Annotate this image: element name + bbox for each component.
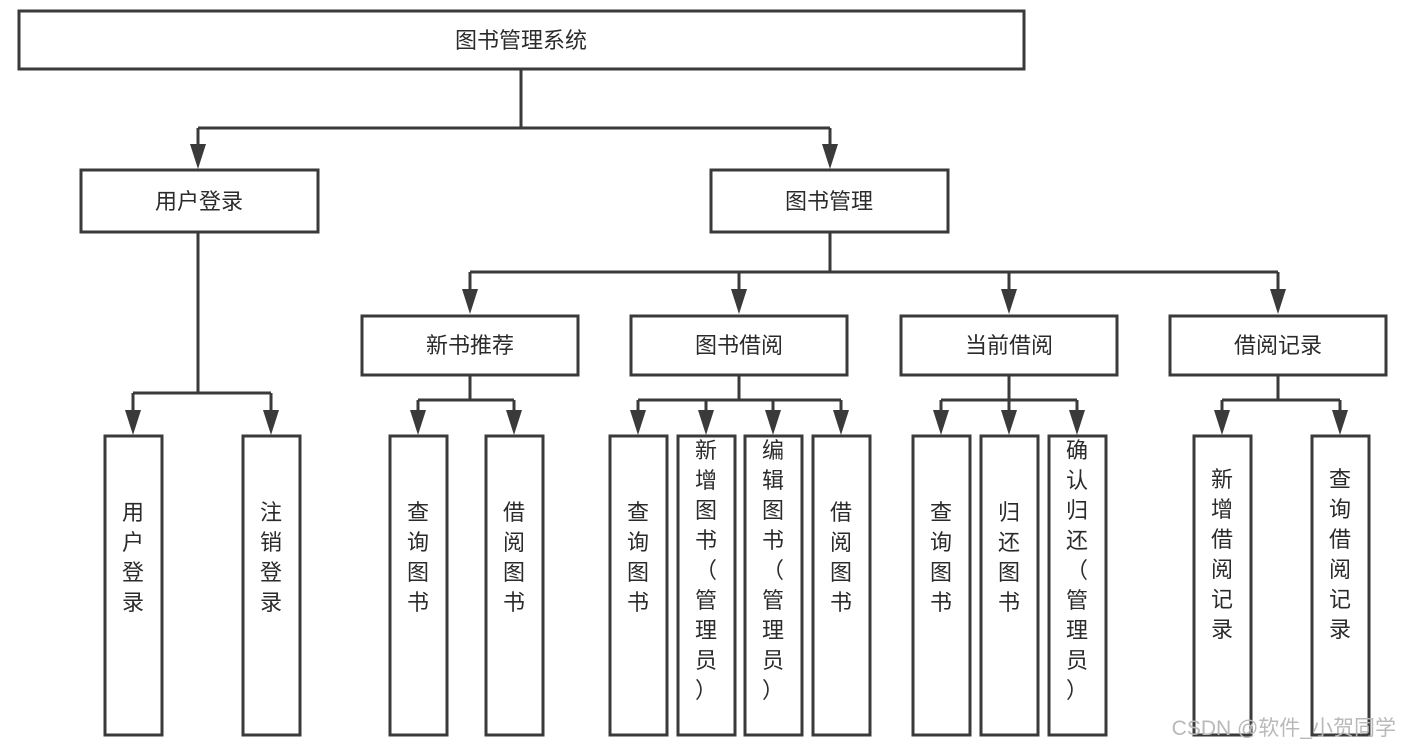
node-box-book-borrow [629,314,849,377]
leaf-label-user-login-signin: 用户登录 [122,500,144,615]
leaf-box-borrow-add-book [676,434,737,737]
arrow-head-current-borrow [1001,289,1017,314]
node-box-root [17,9,1026,71]
leaf-box-current-return-book [979,434,1040,737]
leaf-box-borrow-edit-book [743,434,804,737]
arrow-head-recommend-leaf-1 [410,410,426,435]
node-book-borrow[interactable]: 图书借阅 [629,314,849,377]
arrow-head-current-leaf-3 [1069,410,1085,435]
leaf-label-recommend-borrow-book: 借阅图书 [503,500,525,615]
leaf-box-borrow-query-book [608,434,669,737]
leaf-box-borrow-borrow-book [811,434,872,737]
arrow-head-current-leaf-1 [933,410,949,435]
leaf-label-borrow-edit-book: 编辑图书（管理员） [762,438,784,703]
leaf-node-current-query-book[interactable]: 查询图书 [911,434,972,737]
node-box-book-management [709,168,950,234]
node-root-book-management-system[interactable]: 图书管理系统 [17,9,1026,71]
leaf-node-user-login-signout[interactable]: 注销登录 [241,434,302,737]
leaf-box-record-add-record [1192,434,1253,737]
leaf-box-recommend-borrow-book [484,434,545,737]
leaf-node-recommend-borrow-book[interactable]: 借阅图书 [484,434,545,737]
arrow-head-record-leaf-1 [1214,410,1230,435]
arrow-head-current-leaf-2 [1001,410,1017,435]
leaf-node-borrow-edit-book[interactable]: 编辑图书（管理员） [743,434,804,737]
node-label-borrow-record: 借阅记录 [1234,333,1322,358]
node-label-user-login: 用户登录 [155,189,243,214]
leaf-box-current-query-book [911,434,972,737]
node-label-root: 图书管理系统 [455,28,587,53]
node-new-book-recommend[interactable]: 新书推荐 [360,314,580,377]
leaf-node-borrow-add-book[interactable]: 新增图书（管理员） [676,434,737,737]
arrow-head-recommend-leaf-2 [506,410,522,435]
leaf-label-borrow-add-book: 新增图书（管理员） [695,438,717,703]
arrow-head-borrow-leaf-1 [630,410,646,435]
leaf-label-recommend-query-book: 查询图书 [407,500,429,615]
arrow-head-leaf-logout [263,410,279,435]
leaf-box-user-login-signout [241,434,302,737]
leaf-node-record-query-record[interactable]: 查询借阅记录 [1310,434,1371,737]
leaf-node-borrow-borrow-book[interactable]: 借阅图书 [811,434,872,737]
node-borrow-record[interactable]: 借阅记录 [1168,314,1388,377]
node-label-new-book-recommend: 新书推荐 [426,333,514,358]
node-book-management[interactable]: 图书管理 [709,168,950,234]
arrow-head-user-login [190,144,206,169]
node-label-book-management: 图书管理 [785,189,873,214]
leaf-label-user-login-signout: 注销登录 [260,500,282,615]
leaf-node-record-add-record[interactable]: 新增借阅记录 [1192,434,1253,737]
node-label-book-borrow: 图书借阅 [695,333,783,358]
node-label-current-borrow: 当前借阅 [965,333,1053,358]
node-box-user-login [79,168,320,234]
arrow-head-borrow-leaf-3 [765,410,781,435]
arrow-head-borrow-leaf-2 [698,410,714,435]
leaf-label-borrow-query-book: 查询图书 [627,500,649,615]
node-box-current-borrow [899,314,1119,377]
leaf-box-current-confirm-return [1047,434,1108,737]
node-box-borrow-record [1168,314,1388,377]
leaf-node-recommend-query-book[interactable]: 查询图书 [388,434,449,737]
node-user-login[interactable]: 用户登录 [79,168,320,234]
leaf-node-current-confirm-return[interactable]: 确认归还（管理员） [1047,434,1108,737]
arrow-head-new-book-recommend [462,289,478,314]
arrow-head-leaf-user-login [125,410,141,435]
leaf-box-user-login-signin [103,434,164,737]
arrow-head-borrow-record [1270,289,1286,314]
leaf-box-recommend-query-book [388,434,449,737]
leaf-label-current-confirm-return: 确认归还（管理员） [1066,438,1088,703]
leaf-label-current-return-book: 归还图书 [998,500,1020,615]
arrow-head-borrow-leaf-4 [833,410,849,435]
arrow-head-book-borrow [731,289,747,314]
leaf-node-user-login-signin[interactable]: 用户登录 [103,434,164,737]
csdn-watermark: CSDN @软件_小贺同学 [1172,717,1396,740]
node-current-borrow[interactable]: 当前借阅 [899,314,1119,377]
arrow-head-record-leaf-2 [1332,410,1348,435]
leaf-label-current-query-book: 查询图书 [930,500,952,615]
arrow-head-book-mgmt [822,144,838,169]
leaf-node-borrow-query-book[interactable]: 查询图书 [608,434,669,737]
leaf-box-record-query-record [1310,434,1371,737]
leaf-label-borrow-borrow-book: 借阅图书 [830,500,852,615]
connector-layer [125,70,1348,435]
leaf-label-record-query-record: 查询借阅记录 [1329,467,1351,642]
node-box-new-book-recommend [360,314,580,377]
leaf-label-record-add-record: 新增借阅记录 [1211,467,1233,642]
leaf-node-current-return-book[interactable]: 归还图书 [979,434,1040,737]
